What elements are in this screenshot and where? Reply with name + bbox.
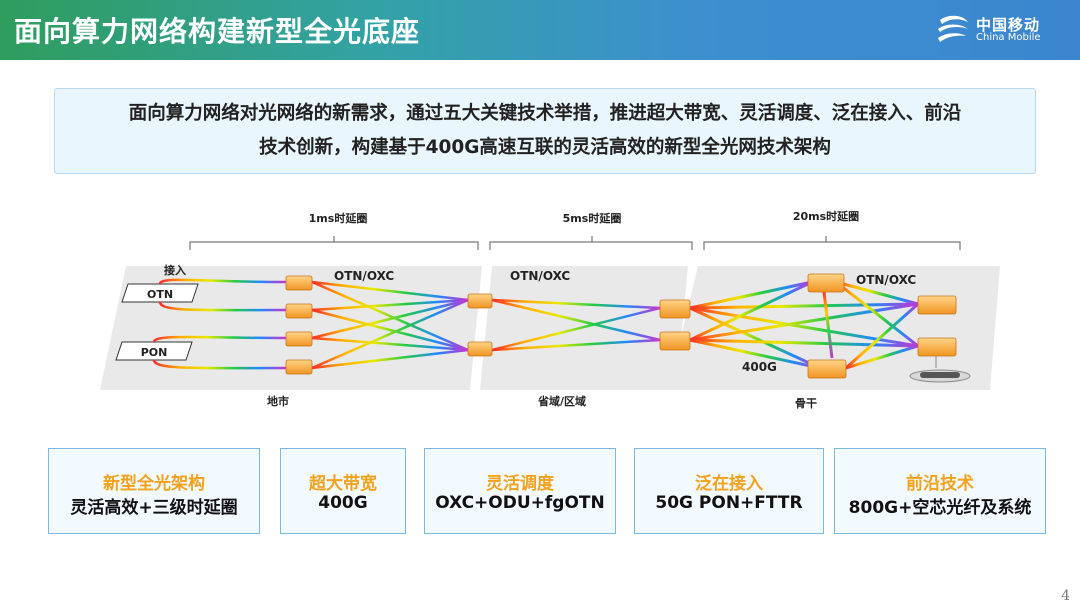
node-bb-3 [917,337,957,357]
card-bandwidth: 超大带宽 400G [280,448,406,534]
card-frontier-title: 前沿技术 [906,474,974,494]
node-agg-2 [467,341,493,357]
header-bar: 面向算力网络构建新型全光底座 中国移动 China Mobile [0,0,1080,60]
otn-oxc-label-backbone: OTN/OXC [856,273,916,287]
card-scheduling-title: 灵活调度 [486,474,554,494]
node-prov-1 [659,299,691,319]
region-label-backbone: 骨干 [795,397,817,410]
page-number: 4 [1061,588,1070,604]
zone-backbone-bg [668,266,1000,390]
node-bb-2 [917,295,957,315]
china-mobile-logo: 中国移动 China Mobile [934,12,1054,48]
bracket-20ms [703,241,961,250]
latency-label-1ms: 1ms时延圈 [309,211,368,225]
summary-line-2: 技术创新，构建基于400G高速互联的灵活高效的新型全光网技术架构 [259,137,831,158]
access-label: 接入 [164,263,186,277]
region-label-province: 省域/区域 [537,394,586,408]
node-prov-2 [659,331,691,351]
node-city-1 [285,275,313,291]
card-architecture-body: 灵活高效+三级时延圈 [70,498,238,518]
card-access: 泛在接入 50G PON+FTTR [634,448,824,534]
logo-text-cn: 中国移动 [976,16,1041,34]
logo-text-en: China Mobile [976,32,1041,43]
province-links [491,298,661,352]
card-architecture-title: 新型全光架构 [103,474,205,494]
card-frontier: 前沿技术 800G+空芯光纤及系统 [834,448,1046,534]
card-bandwidth-title: 超大带宽 [309,474,377,494]
node-bb-4 [807,359,847,379]
otn-access-box [121,283,199,303]
china-mobile-logo-icon [938,15,968,42]
region-label-city: 地市 [267,394,289,408]
backbone-links [689,280,919,370]
bracket-1ms [189,241,479,250]
node-city-4 [285,359,313,375]
node-city-3 [285,331,313,347]
card-frontier-body: 800G+空芯光纤及系统 [848,498,1032,518]
latency-label-20ms: 20ms时延圈 [793,209,859,223]
otn-oxc-label-city: OTN/OXC [334,269,394,283]
card-scheduling: 灵活调度 OXC+ODU+fgOTN [424,448,616,534]
card-bandwidth-body: 400G [318,493,368,513]
bandwidth-label: 400G [742,360,777,374]
card-access-title: 泛在接入 [695,474,763,494]
network-diagram: 1ms时延圈 5ms时延圈 20ms时延圈 接入 OTN PON [100,209,1000,410]
card-access-body: 50G PON+FTTR [655,493,803,513]
summary-banner: 面向算力网络对光网络的新需求，通过五大关键技术举措，推进超大带宽、灵活调度、泛在… [54,88,1036,174]
bracket-5ms [489,241,693,250]
nodes [285,273,957,379]
latency-label-5ms: 5ms时延圈 [563,211,622,225]
card-architecture: 新型全光架构 灵活高效+三级时延圈 [48,448,260,534]
card-scheduling-body: OXC+ODU+fgOTN [435,493,605,513]
summary-text: 面向算力网络对光网络的新需求，通过五大关键技术举措，推进超大带宽、灵活调度、泛在… [69,97,1021,165]
summary-line-1: 面向算力网络对光网络的新需求，通过五大关键技术举措，推进超大带宽、灵活调度、泛在… [128,103,962,124]
pon-access-label: PON [141,346,168,359]
node-city-2 [285,303,313,319]
node-bb-1 [807,273,845,293]
city-links [311,280,469,370]
pon-access-box [115,341,193,361]
otn-oxc-label-province: OTN/OXC [510,269,570,283]
node-agg-1 [467,293,493,309]
page-title: 面向算力网络构建新型全光底座 [14,15,421,48]
otn-access-label: OTN [147,288,173,301]
